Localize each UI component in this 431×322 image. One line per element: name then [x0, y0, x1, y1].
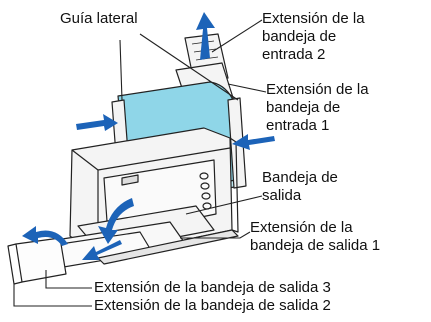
leader-input-ext1 [227, 83, 267, 93]
label-output-tray-extension-3: Extensión de la bandeja de salida 3 [94, 279, 331, 296]
label-output-tray-line2: salida [262, 187, 302, 204]
label-output-tray-extension-2: Extensión de la bandeja de salida 2 [94, 297, 331, 314]
leader-input-ext2 [211, 19, 263, 53]
output-tray-extension-2 [15, 237, 67, 283]
label-input-tray-extension-2-line1: Extensión de la [262, 10, 365, 27]
arrow-right-icon [76, 114, 118, 131]
label-input-tray-extension-1-line1: Extensión de la [266, 81, 369, 98]
arrow-left-icon [232, 134, 275, 150]
cover-open-button [121, 174, 139, 186]
leader-output-ext2 [13, 284, 92, 307]
arrow-diagonal-icon [82, 240, 122, 260]
arrow-curve-down-icon [98, 198, 134, 244]
leader-output-ext3 [45, 270, 92, 289]
arrow-up-icon [196, 12, 215, 60]
arrow-curve-left-icon [22, 226, 68, 246]
label-input-tray-extension-2-line3: entrada 2 [262, 46, 326, 63]
label-input-tray-extension-2-line2: bandeja de [262, 28, 337, 45]
label-input-tray-extension-1-line2: bandeja de [266, 99, 341, 116]
label-output-tray-extension-1-line2: bandeja de salida 1 [250, 237, 381, 254]
leader-side-guide [119, 33, 239, 101]
label-output-tray-extension-1-line1: Extensión de la [250, 219, 353, 236]
label-side-guide: Guía lateral [60, 10, 138, 27]
leader-output-tray [185, 195, 263, 215]
label-output-tray-line1: Bandeja de [262, 169, 338, 186]
leader-output-ext1 [180, 231, 251, 239]
label-input-tray-extension-1-line3: entrada 1 [266, 117, 330, 134]
